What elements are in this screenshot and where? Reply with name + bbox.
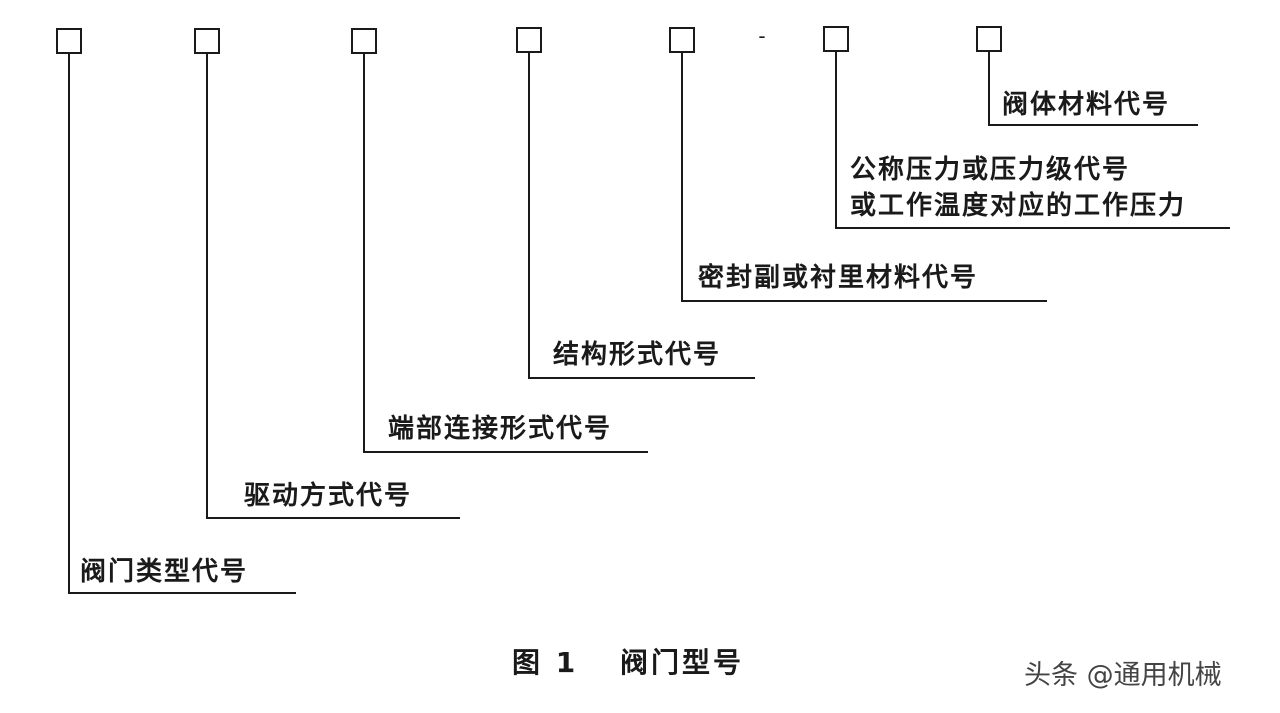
leader-line-end-connection — [363, 53, 648, 453]
figure-number: 图 1 — [512, 646, 578, 679]
figure-title: 阀门型号 — [620, 646, 744, 679]
field-labels: 阀体材料代号 公称压力或压力级代号 或工作温度对应的工作压力 密封副或衬里材料代… — [80, 90, 1186, 587]
leader-line-drive-mode — [206, 53, 460, 519]
label-pressure-line-2: 或工作温度对应的工作压力 — [850, 190, 1186, 221]
label-drive-mode: 驱动方式代号 — [244, 480, 412, 511]
leader-line-valve-type — [68, 53, 296, 594]
label-pressure-line-1: 公称压力或压力级代号 — [850, 154, 1130, 185]
label-body-material: 阀体材料代号 — [1002, 90, 1170, 120]
code-box-structure — [516, 27, 542, 53]
leader-line-body-material — [988, 51, 1198, 126]
code-box-valve-type — [56, 28, 82, 54]
label-valve-type: 阀门类型代号 — [80, 557, 248, 587]
code-separator: - — [758, 24, 765, 48]
leader-line-structure — [528, 52, 755, 379]
label-end-connection: 端部连接形式代号 — [388, 414, 612, 444]
leader-line-pressure — [835, 51, 1230, 229]
label-structure: 结构形式代号 — [553, 340, 721, 370]
code-box-end-connection — [351, 28, 377, 54]
code-box-seal-material — [669, 27, 695, 53]
leader-line-seal-material — [681, 52, 1047, 302]
code-boxes: - — [56, 24, 1002, 54]
code-box-body-material — [976, 26, 1002, 52]
code-box-drive-mode — [194, 28, 220, 54]
watermark-text: 头条 @通用机械 — [1024, 660, 1222, 691]
code-box-pressure — [823, 26, 849, 52]
figure-caption: 图 1 阀门型号 — [512, 646, 744, 679]
leader-lines — [68, 51, 1230, 594]
label-seal-material: 密封副或衬里材料代号 — [698, 262, 978, 293]
